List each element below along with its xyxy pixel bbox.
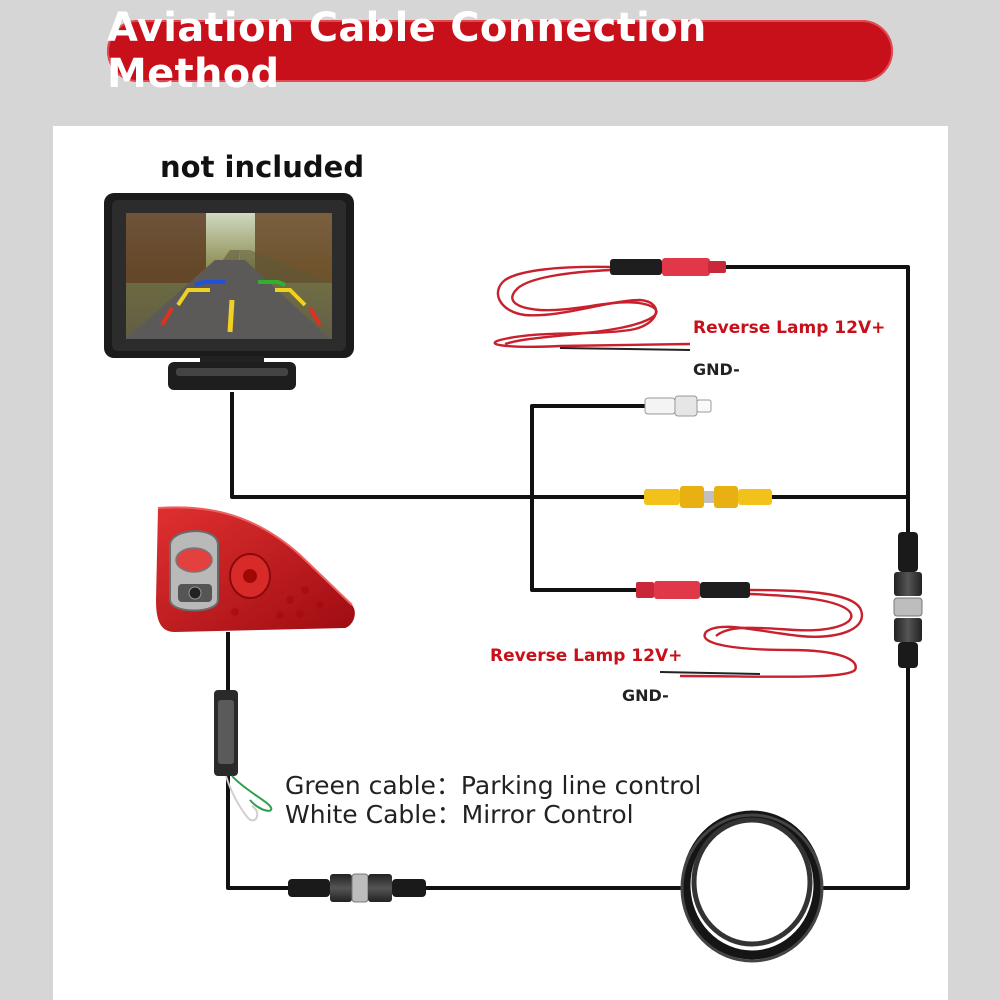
title-banner: Aviation Cable Connection Method (107, 5, 893, 97)
top-power-coil-wire (493, 265, 691, 348)
bottom-power-cable (636, 581, 864, 678)
monitor-video-wire (230, 392, 645, 499)
camera-icon (156, 506, 355, 632)
top-reverse-lamp-label: Reverse Lamp 12V+ (693, 318, 886, 338)
control-box (214, 690, 273, 822)
bottom-gnd-label: GND- (622, 686, 669, 705)
yellow-rca-connector (644, 486, 772, 508)
bottom-gnd-wire (659, 671, 761, 675)
cable-coil-icon (680, 810, 824, 963)
green-cable (231, 775, 273, 812)
green-cable-note: Green cable：Parking line control (285, 766, 701, 802)
top-gnd-wire (559, 347, 691, 351)
green-cable-value: Parking line control (460, 771, 702, 800)
title-text: Aviation Cable Connection Method (107, 5, 707, 97)
bottom-reverse-lamp-label: Reverse Lamp 12V+ (490, 646, 683, 666)
camera-lower-wire (226, 775, 290, 890)
bottom-power-coil-wire (679, 588, 864, 678)
white-cable-note: White Cable：Mirror Control (285, 795, 634, 831)
top-power-cable (493, 258, 726, 351)
trunk-lower-wire (820, 665, 910, 890)
rca-connector-icon (644, 395, 712, 417)
main-wiring (226, 265, 910, 890)
white-cable-value: Mirror Control (461, 800, 634, 829)
white-cable-label: White Cable： (285, 800, 462, 829)
top-gnd-label: GND- (693, 360, 740, 379)
green-cable-label: Green cable： (285, 771, 461, 800)
top-power-trunk-wire (725, 265, 910, 497)
video-to-trunk-wire (772, 495, 910, 538)
white-cable (225, 775, 259, 822)
monitor-icon (104, 193, 354, 390)
bottom-aviation-connector (288, 873, 426, 903)
trigger-loop-wire (530, 404, 645, 592)
monitor-note: not included (160, 150, 365, 184)
aviation-connector-icon (893, 532, 923, 668)
